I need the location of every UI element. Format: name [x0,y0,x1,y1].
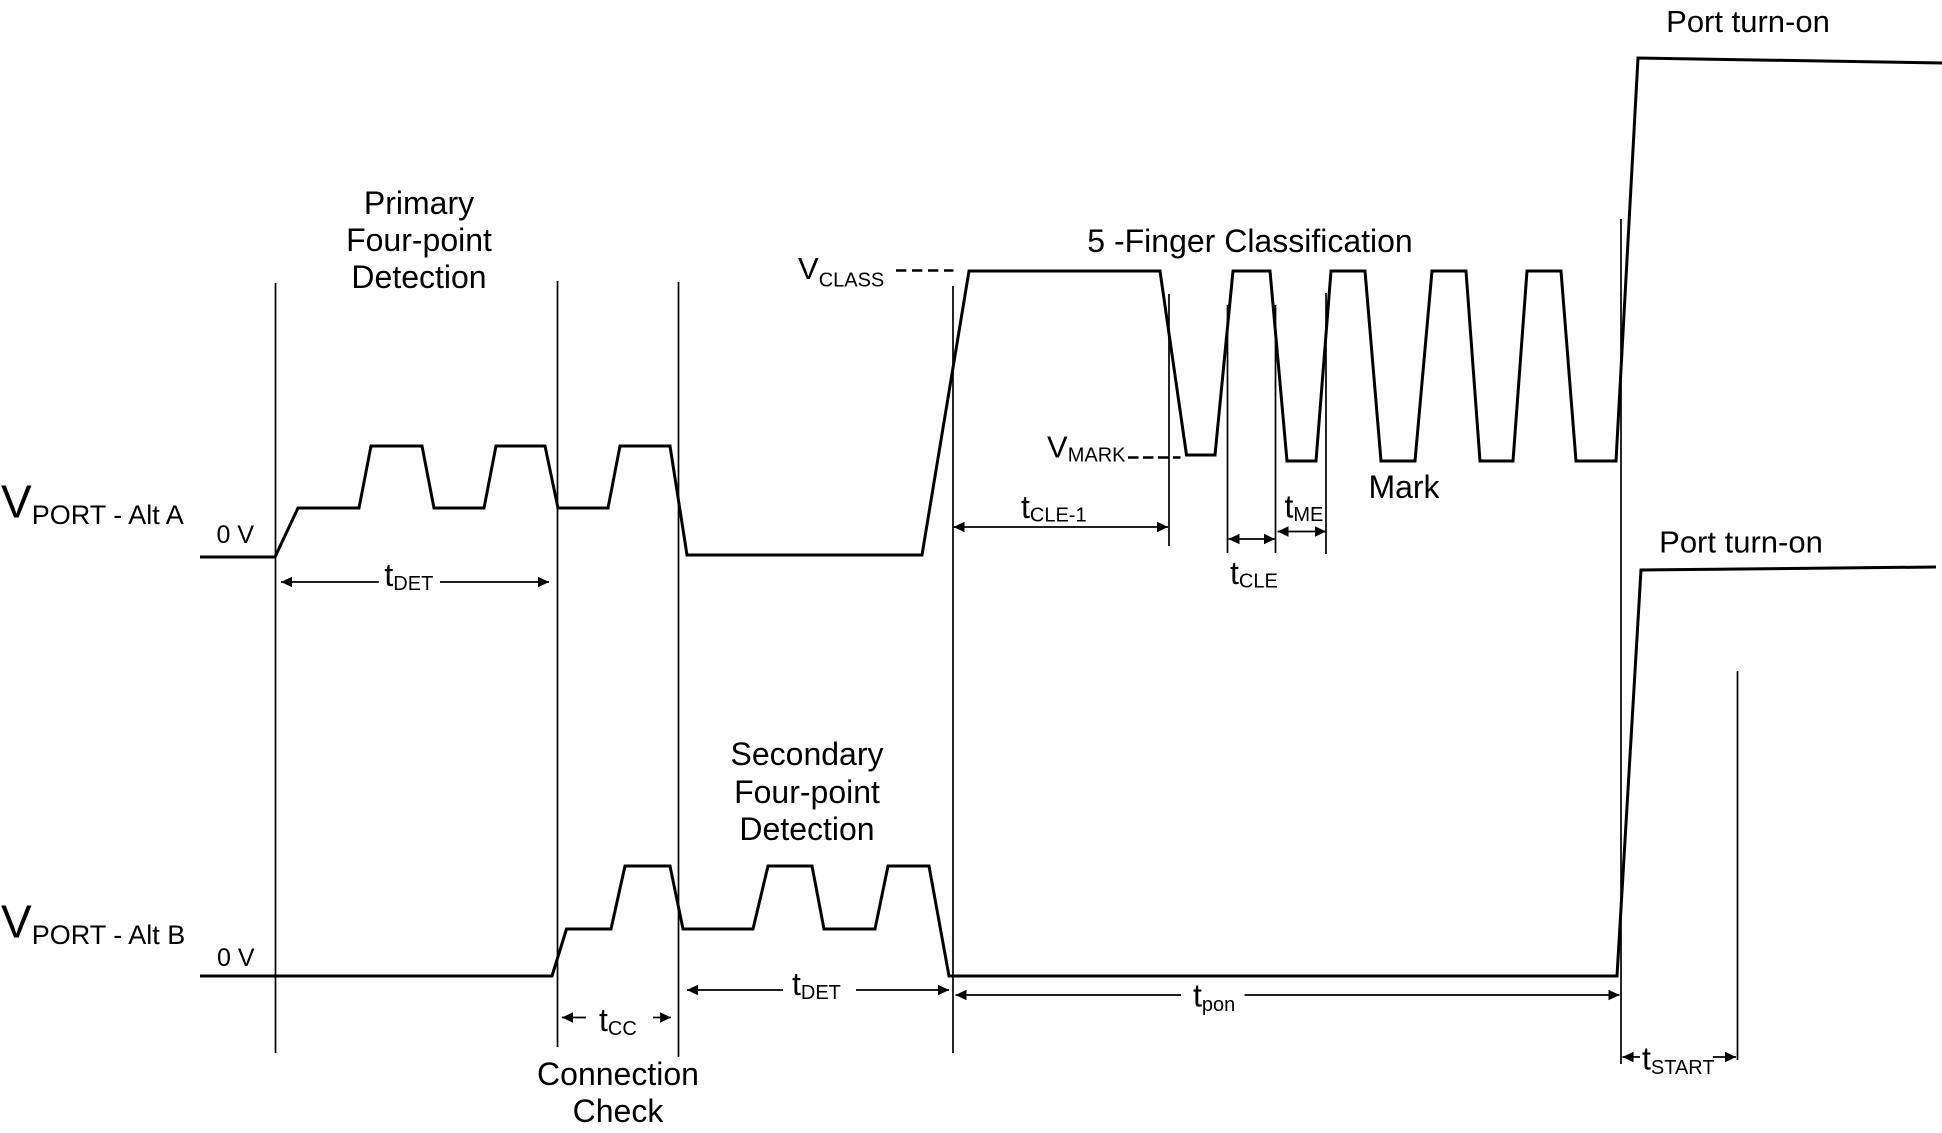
svg-text:Four-point: Four-point [734,774,880,810]
svg-text:Secondary: Secondary [731,736,884,772]
svg-text:Connection: Connection [537,1056,699,1092]
svg-text:Port turn-on: Port turn-on [1659,525,1823,560]
svg-text:Check: Check [573,1093,665,1129]
svg-text:Primary: Primary [364,185,474,221]
svg-text:0 V: 0 V [217,944,255,972]
svg-text:Four-point: Four-point [346,222,492,258]
svg-text:0 V: 0 V [217,521,255,549]
svg-text:Detection: Detection [351,259,486,295]
svg-text:Detection: Detection [739,811,874,847]
svg-text:Mark: Mark [1368,469,1440,505]
svg-text:Port turn-on: Port turn-on [1666,4,1830,39]
svg-text:5 -Finger Classification: 5 -Finger Classification [1087,223,1412,259]
